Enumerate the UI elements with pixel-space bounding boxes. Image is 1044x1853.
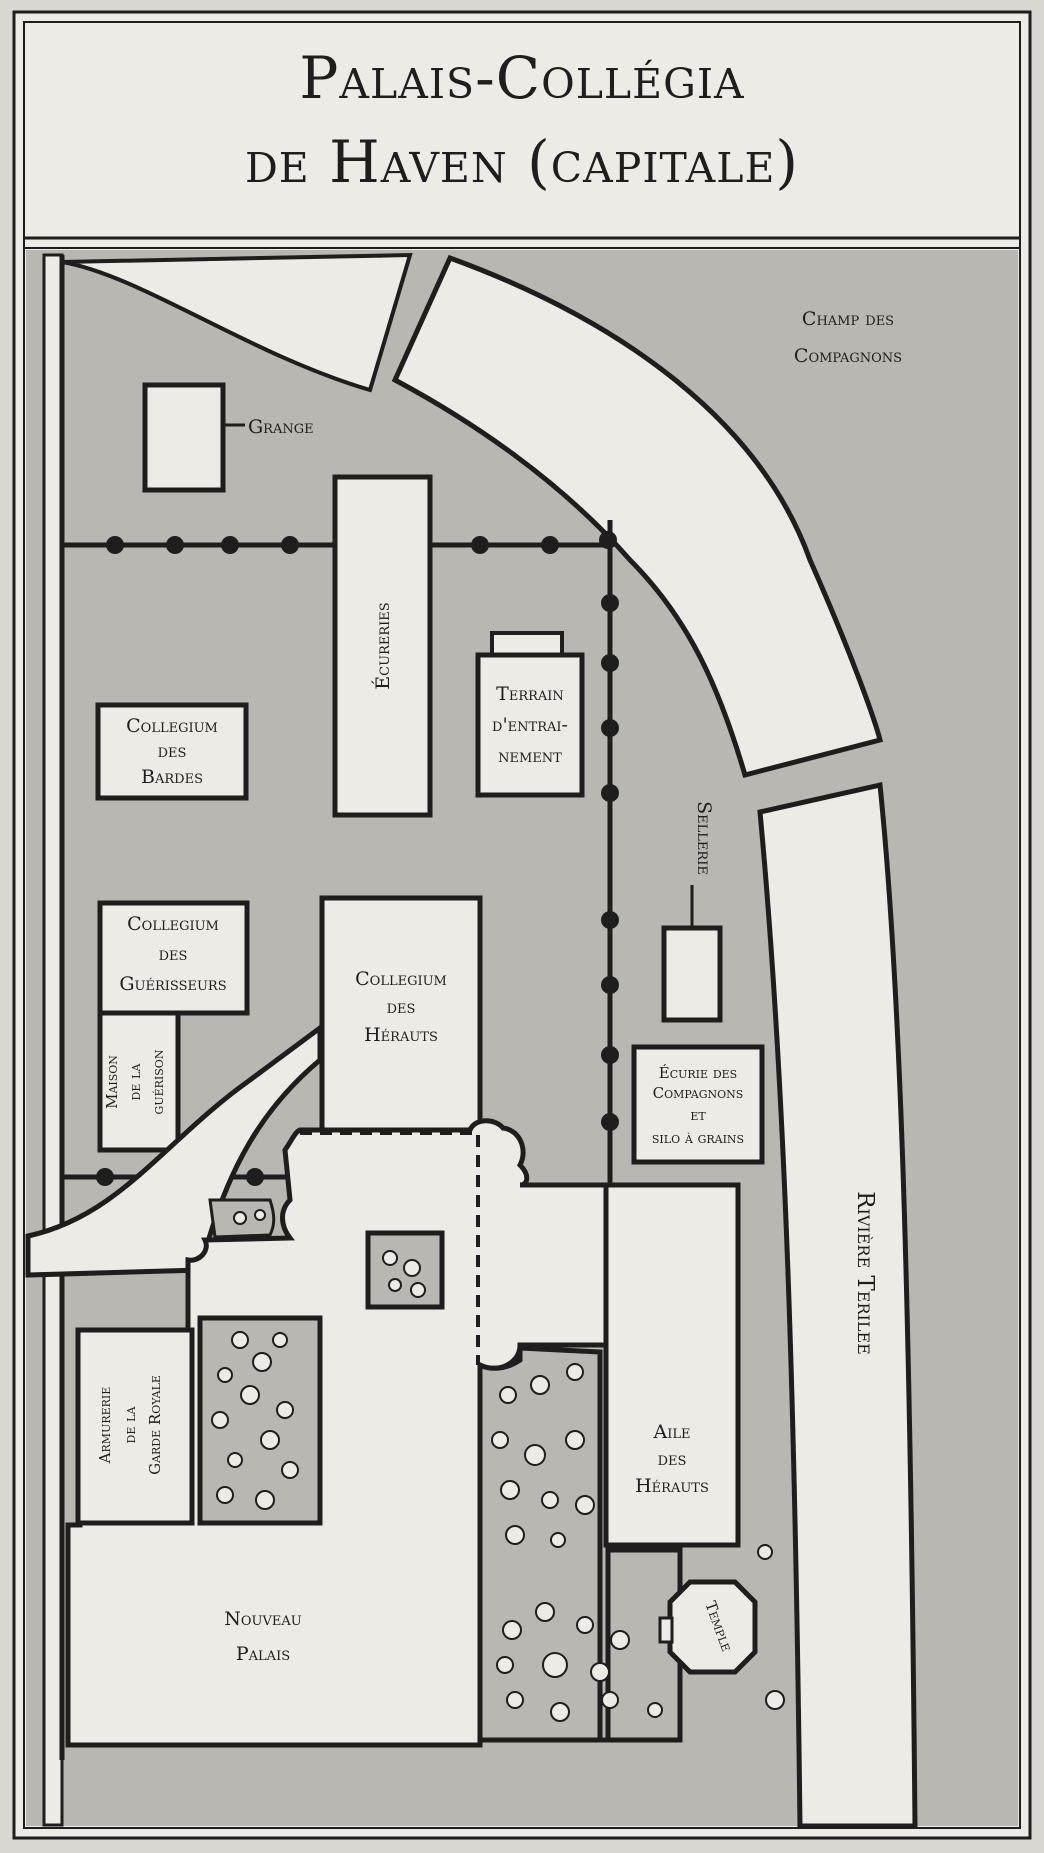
ecurie-label-line2: Compagnons bbox=[653, 1084, 744, 1102]
maison-label-line3: guérison bbox=[149, 1049, 167, 1114]
guerisseurs-building bbox=[97, 900, 250, 1016]
ecuries-building bbox=[332, 474, 433, 818]
bardes-building bbox=[95, 702, 249, 801]
ecuries-label: Écureries bbox=[371, 602, 394, 689]
armurerie-label-line1: Armurerie bbox=[96, 1387, 114, 1465]
maison-label-line1: Maison bbox=[103, 1055, 121, 1109]
riviere-label: Rivière Terilee bbox=[852, 1191, 878, 1355]
west-road bbox=[42, 253, 64, 1827]
champ-label-line1: Champ des bbox=[802, 308, 894, 330]
armurerie-building bbox=[75, 1327, 195, 1526]
bardes-label-line3: Bardes bbox=[141, 766, 203, 788]
aile-label-line1: Aile bbox=[653, 1421, 691, 1443]
maison-building bbox=[97, 1010, 181, 1153]
map-title-line1: Palais-Collégia bbox=[299, 44, 745, 112]
herauts-label-line3: Hérauts bbox=[364, 1024, 438, 1046]
grange-building bbox=[142, 382, 226, 493]
ecurie-label-line3: et bbox=[690, 1106, 706, 1124]
nouveau-palais-label-line2: Palais bbox=[236, 1643, 290, 1665]
fence-east bbox=[601, 520, 619, 1185]
ecurie-label-line1: Écurie des bbox=[659, 1064, 737, 1082]
east-garden bbox=[477, 1345, 683, 1743]
bardes-label-line2: des bbox=[158, 740, 187, 762]
river-terilee bbox=[757, 781, 918, 1829]
curved-road bbox=[391, 254, 884, 779]
temple-building bbox=[658, 1579, 758, 1675]
sellerie-label: Sellerie bbox=[693, 801, 715, 875]
north-garden bbox=[208, 1198, 276, 1239]
nouveau-palais-label-line1: Nouveau bbox=[224, 1608, 302, 1630]
maison-label-line2: de la bbox=[126, 1063, 144, 1101]
bardes-label-line1: Collegium bbox=[126, 715, 218, 737]
terrain-building bbox=[475, 652, 585, 798]
terrain-label-line1: Terrain bbox=[496, 683, 564, 705]
sellerie-building bbox=[661, 925, 723, 1023]
guerisseurs-label-line1: Collegium bbox=[127, 913, 219, 935]
west-garden bbox=[197, 1315, 323, 1526]
aile-building bbox=[603, 1182, 741, 1548]
map-title-line2: de Haven (capitale) bbox=[245, 128, 799, 196]
herauts-label-line1: Collegium bbox=[355, 968, 447, 990]
aile-label-line3: Hérauts bbox=[635, 1475, 709, 1497]
champ-label-line2: Compagnons bbox=[794, 345, 902, 367]
grange-label: Grange bbox=[248, 416, 314, 438]
ecurie-building bbox=[631, 1044, 765, 1165]
armurerie-label-line3: Garde Royale bbox=[146, 1375, 164, 1475]
terrain-label-line2: d'entrai- bbox=[492, 714, 568, 736]
north-path bbox=[61, 252, 413, 393]
aile-label-line2: des bbox=[658, 1448, 687, 1470]
terrain-label-line3: nement bbox=[498, 745, 562, 767]
guerisseurs-label-line2: des bbox=[159, 943, 188, 965]
ecurie-label-line4: silo à grains bbox=[652, 1129, 744, 1147]
herauts-label-line2: des bbox=[387, 996, 416, 1018]
armurerie-label-line2: de la bbox=[121, 1406, 139, 1444]
guerisseurs-label-line3: Guérisseurs bbox=[119, 973, 226, 995]
title-block: Palais-Collégia de Haven (capitale) bbox=[245, 44, 799, 196]
